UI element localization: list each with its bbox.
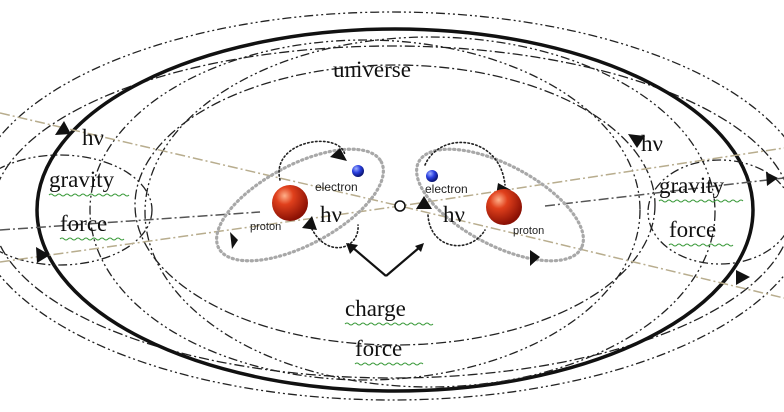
underline-left-gravity (48, 193, 130, 197)
charge-force-arrows (351, 246, 421, 277)
right-gravity-label: gravity (659, 173, 725, 198)
underline-right-gravity (658, 199, 744, 203)
universe-label: universe (333, 57, 411, 82)
right-electron (426, 170, 438, 182)
outer-dashdot-ellipses (0, 11, 784, 401)
left-atom-photon-label: hν (320, 202, 342, 227)
underline-charge (344, 322, 434, 326)
left-field-ellipse (144, 36, 716, 388)
right-proton (486, 189, 522, 225)
left-electron (352, 165, 364, 177)
inner-dashdot-ellipses (0, 36, 784, 388)
arrow-head-8 (302, 216, 317, 230)
left-gravity-label: gravity (49, 167, 115, 192)
arrow-head-3 (628, 134, 645, 148)
center-field-ellipse (134, 64, 656, 346)
charge-arrow-left (351, 246, 387, 277)
arrowheads (36, 121, 778, 285)
photon-ray-1 (0, 147, 784, 263)
right-atom-orbit (415, 147, 585, 263)
center-point (394, 200, 406, 212)
arrow-head-4 (766, 172, 778, 186)
arrow-head-1 (55, 121, 71, 135)
left-electron-label: electron (315, 180, 358, 194)
photon-ray-3 (0, 211, 261, 231)
left-atom-orbit (215, 147, 385, 263)
right-atom-photon-label: hν (443, 202, 465, 227)
left-photon-label: hν (82, 125, 104, 150)
arrow-head-7 (230, 232, 238, 249)
charge-arrow-right (385, 246, 421, 277)
charge-label: charge (345, 296, 406, 321)
charge-arrow-left-head (348, 243, 357, 252)
arrow-head-11 (530, 250, 540, 266)
arrow-head-5 (736, 270, 750, 285)
arrow-head-2 (36, 247, 50, 263)
right-gravity-ellipse (647, 159, 784, 265)
left-proton (272, 185, 308, 221)
right-proton-label: proton (513, 225, 544, 237)
right-electron-label: electron (425, 182, 468, 196)
arrow-head-6 (330, 148, 347, 161)
left-orbit-arc-bottom (309, 224, 359, 249)
right-photon-label: hν (641, 131, 663, 156)
left-proton-label: proton (250, 221, 281, 233)
underline-right-force (668, 243, 734, 247)
charge-force-label: force (355, 336, 402, 361)
left-force-label: force (60, 211, 107, 236)
right-orbit-arc-bottom (427, 214, 486, 247)
arrow-head-9 (416, 196, 432, 209)
photon-ray-4 (544, 177, 784, 207)
underline-charge-force (354, 362, 424, 366)
charge-arrow-right-head (415, 243, 424, 252)
underline-left-force (59, 237, 125, 241)
left-gravity-ellipse (0, 154, 153, 266)
right-force-label: force (669, 217, 716, 242)
outer-field-ellipse-2 (0, 45, 784, 379)
spellcheck-underlines (48, 193, 744, 366)
right-orbit-arc-top (424, 141, 506, 186)
left-orbit-arc-top (278, 140, 346, 181)
universe-boundary (35, 27, 755, 393)
right-field-ellipse (89, 39, 641, 381)
